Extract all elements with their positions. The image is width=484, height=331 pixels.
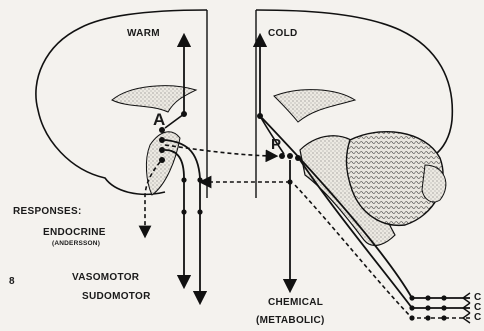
a-to-warm-link (165, 114, 184, 128)
right-corpus-callosum (274, 90, 355, 122)
point-a-label: A (153, 111, 165, 128)
figure-number: 8 (9, 277, 15, 287)
endocrine-label: ENDOCRINE (43, 228, 106, 238)
responses-label: RESPONSES: (13, 207, 82, 217)
metabolic-label: (METABOLIC) (256, 316, 325, 326)
c-input-label-3: C (474, 313, 482, 323)
andersson-label: (ANDERSSON) (52, 241, 100, 248)
vasomotor-label: VASOMOTOR (72, 273, 139, 283)
warm-label: WARM (127, 29, 160, 39)
cold-label: COLD (268, 29, 298, 39)
chemical-label: CHEMICAL (268, 298, 323, 308)
point-p-label: P (271, 137, 281, 152)
sudomotor-label: SUDOMOTOR (82, 292, 151, 302)
